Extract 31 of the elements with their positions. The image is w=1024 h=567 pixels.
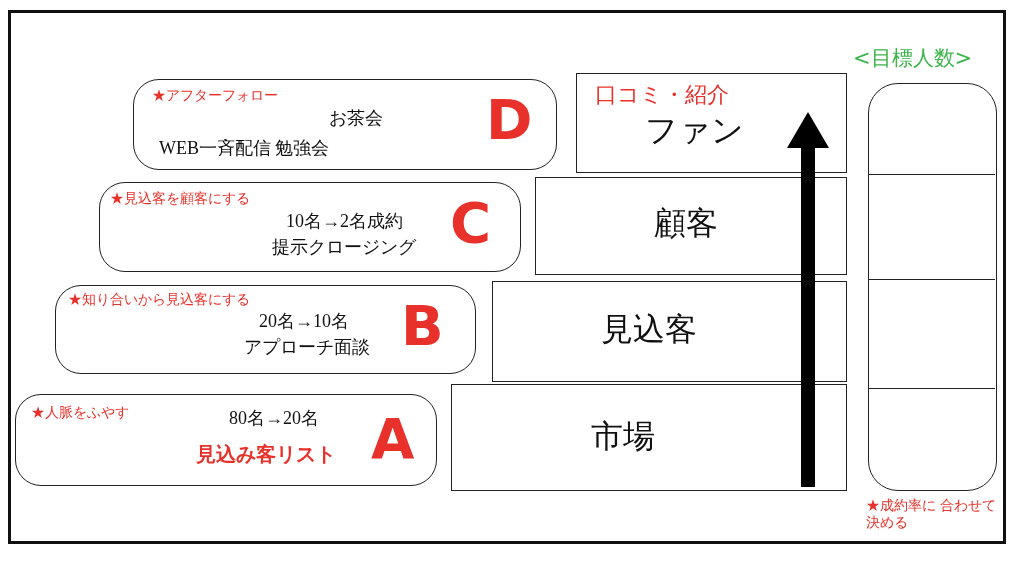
column-heading: <目標人数> xyxy=(853,46,973,71)
stage-note: ★見込客を顧客にする xyxy=(110,191,250,208)
pyramid-step-box xyxy=(535,177,847,275)
stage-note: ★アフターフォロー xyxy=(152,88,278,105)
count-text: 10名→2名成約 xyxy=(286,211,403,232)
count-text: 80名→20名 xyxy=(229,408,319,429)
step-title: 見込客 xyxy=(601,311,697,348)
step-title: 市場 xyxy=(591,418,655,455)
highlight-text: 見込み客リスト xyxy=(196,443,336,466)
pyramid-step-box xyxy=(492,281,847,382)
stage-box xyxy=(55,285,476,374)
stage-letter: B xyxy=(401,294,444,359)
step-note: 口コミ・紹介 xyxy=(595,82,729,108)
stage-box xyxy=(15,394,437,486)
note-text: ★成約率に 合わせて決める xyxy=(866,497,997,531)
activity-text: アプローチ面談 xyxy=(244,337,370,358)
pyramid-step-box xyxy=(451,384,847,491)
activity-text: 提示クロージング xyxy=(272,237,416,258)
step-title: 顧客 xyxy=(654,205,718,242)
activity-text: お茶会 xyxy=(329,108,383,129)
stage-note: ★知り合いから見込客にする xyxy=(68,292,250,309)
stage-letter: C xyxy=(450,191,492,256)
pyramid-step-box xyxy=(576,73,847,173)
stage-letter: D xyxy=(486,88,533,153)
count-text: 20名→10名 xyxy=(259,311,349,332)
activity-text: WEB一斉配信 勉強会 xyxy=(159,138,330,159)
step-title: ファン xyxy=(645,112,744,149)
stage-letter: A xyxy=(371,407,415,472)
stage-box xyxy=(99,182,521,272)
stage-box xyxy=(133,79,557,170)
stage-note: ★人脈をふやす xyxy=(31,405,129,422)
